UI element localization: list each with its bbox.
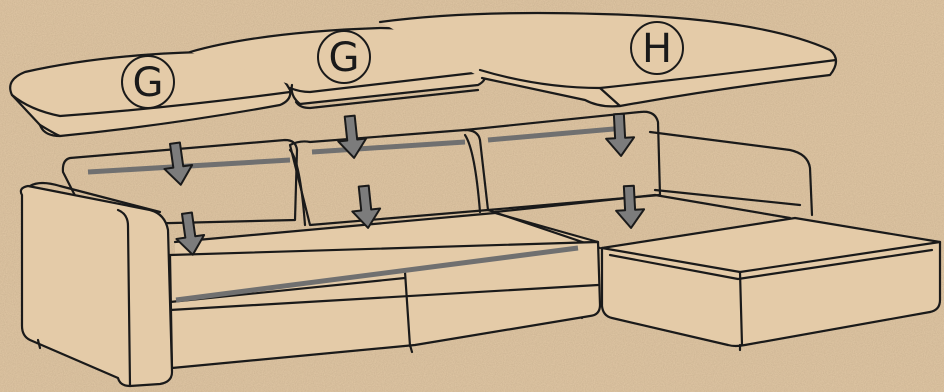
label-h-text: H xyxy=(642,26,672,72)
back-rests xyxy=(61,110,662,227)
chaise-ottoman xyxy=(578,216,942,352)
cushion-g1 xyxy=(9,50,292,138)
chaise-back-frame xyxy=(648,130,814,217)
label-g1: G xyxy=(121,55,175,109)
label-g1-text: G xyxy=(133,60,164,106)
label-g2: G xyxy=(317,30,371,84)
left-armrest xyxy=(19,181,174,388)
label-g2-text: G xyxy=(329,35,360,81)
label-h: H xyxy=(630,21,684,75)
cushion-g2 xyxy=(188,26,487,110)
seat-slot xyxy=(175,245,579,303)
cushion-h xyxy=(378,11,838,108)
